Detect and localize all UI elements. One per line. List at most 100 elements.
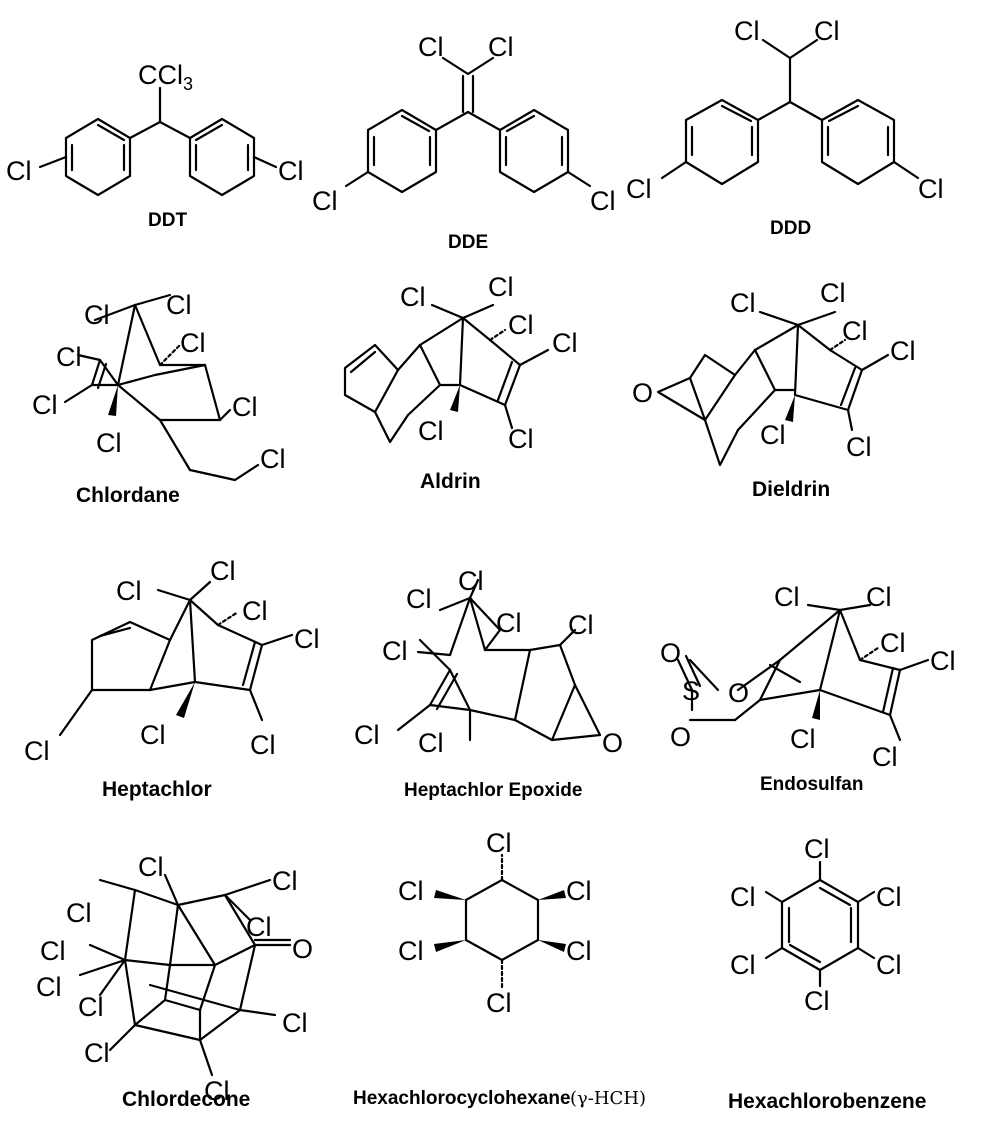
aldrin-bonds [343, 303, 550, 444]
structure-heptachlor: Cl Cl Cl Cl Cl Cl Cl Heptachlor [24, 556, 320, 801]
hcb-name-label: Hexachlorobenzene [728, 1090, 926, 1113]
hcb-cl-lower-right-atom: Cl [876, 950, 902, 980]
structure-dieldrin: O Cl Cl Cl Cl Cl Cl Dieldrin [632, 278, 916, 501]
chlordecone-cl-3-atom: Cl [66, 898, 92, 928]
dieldrin-wedge-bond [785, 395, 795, 422]
heptachlor-cl-2-atom: Cl [210, 556, 236, 586]
endosulfan-s-atom: S [682, 676, 700, 706]
dde-name-label: DDE [448, 232, 488, 253]
chlordecone-cl-9-atom: Cl [84, 1038, 110, 1068]
structure-ddt: CCl3 Cl Cl DDT [6, 60, 304, 231]
hcb-cl-lower-left-atom: Cl [730, 950, 756, 980]
dieldrin-name-label: Dieldrin [752, 478, 830, 501]
hch-cl-lower-left-atom: Cl [398, 936, 424, 966]
aldrin-name-label: Aldrin [420, 470, 481, 493]
chlordane-cl-1-atom: Cl [84, 300, 110, 330]
heptachlor-cl-4-atom: Cl [294, 624, 320, 654]
aldrin-cl-5-atom: Cl [418, 416, 444, 446]
chlordane-cl-3-atom: Cl [180, 328, 206, 358]
chlordecone-cl-2-atom: Cl [272, 866, 298, 896]
dde-cl-right-atom: Cl [590, 186, 616, 216]
aldrin-cl-1-atom: Cl [400, 282, 426, 312]
structure-aldrin: Cl Cl Cl Cl Cl Cl Aldrin [343, 272, 578, 493]
ddd-cl-left-atom: Cl [626, 174, 652, 204]
endosulfan-cl-6-atom: Cl [872, 742, 898, 772]
endosulfan-o-1-atom: O [660, 638, 681, 668]
chlordecone-cl-1-atom: Cl [138, 852, 164, 882]
endosulfan-cl-2-atom: Cl [866, 582, 892, 612]
hcb-bonds [764, 860, 876, 988]
chlordane-cl-6-atom: Cl [96, 428, 122, 458]
chlordecone-name-label: Chlordecone [122, 1088, 250, 1111]
hch-wedge-2 [538, 890, 566, 900]
chlordane-cl-7-atom: Cl [232, 392, 258, 422]
ddd-cl-top-right-atom: Cl [814, 16, 840, 46]
structure-chlordane: Cl Cl Cl Cl Cl Cl Cl Cl Chlordane [32, 290, 286, 507]
ddd-cl-right-atom: Cl [918, 174, 944, 204]
hch-wedge-3 [434, 940, 466, 952]
structure-heptachlor-epoxide: Cl Cl Cl Cl Cl Cl Cl O Heptachlor Epoxid… [354, 566, 623, 801]
dieldrin-cl-4-atom: Cl [890, 336, 916, 366]
chlordane-wedge-bond [108, 385, 118, 416]
structure-dde: Cl Cl Cl Cl DDE [312, 32, 616, 253]
hcb-cl-upper-left-atom: Cl [730, 882, 756, 912]
endosulfan-wedge-bond [812, 690, 820, 720]
ddt-bonds [38, 86, 278, 197]
dieldrin-bonds [656, 310, 890, 467]
heptachlor-epoxide-cl-5-atom: Cl [568, 610, 594, 640]
heptachlor-epoxide-name-label: Heptachlor Epoxide [404, 780, 582, 801]
heptachlor-cl-7-atom: Cl [250, 730, 276, 760]
dieldrin-cl-3-atom: Cl [842, 316, 868, 346]
heptachlor-epoxide-bonds [396, 578, 602, 742]
endosulfan-cl-5-atom: Cl [790, 724, 816, 754]
chlordecone-cl-4-atom: Cl [246, 912, 272, 942]
hch-wedge-4 [538, 940, 566, 952]
hch-suffix-label: (γ-HCH) [570, 1088, 646, 1109]
hch-wedge-1 [434, 890, 466, 900]
chlordecone-cl-5-atom: Cl [40, 936, 66, 966]
chlordane-cl-4-atom: Cl [56, 342, 82, 372]
chlordecone-cl-8-atom: Cl [282, 1008, 308, 1038]
dde-cl-top-left-atom: Cl [418, 32, 444, 62]
endosulfan-cl-1-atom: Cl [774, 582, 800, 612]
ddt-cl-left-atom: Cl [6, 156, 32, 186]
ddt-name-label: DDT [148, 210, 187, 231]
chlordane-name-label: Chlordane [76, 484, 180, 507]
structure-ddd: Cl Cl Cl Cl DDD [626, 16, 944, 239]
chlordecone-cl-10-atom: Cl [204, 1076, 230, 1106]
ddt-ccl3-atom: CCl3 [138, 60, 193, 94]
dde-bonds [344, 56, 592, 194]
endosulfan-name-label: Endosulfan [760, 774, 863, 795]
hch-bonds [464, 853, 540, 990]
heptachlor-epoxide-cl-6-atom: Cl [354, 720, 380, 750]
hch-cl-top-atom: Cl [486, 828, 512, 858]
hch-cl-bottom-atom: Cl [486, 988, 512, 1018]
structure-hexachlorobenzene: Cl Cl Cl Cl Cl Cl Hexachlorobenzene [728, 834, 926, 1113]
dieldrin-cl-5-atom: Cl [760, 420, 786, 450]
heptachlor-cl-3-atom: Cl [242, 596, 268, 626]
chlordane-cl-8-atom: Cl [260, 444, 286, 474]
chlordane-bonds [63, 293, 260, 482]
chlordecone-cl-7-atom: Cl [78, 992, 104, 1022]
aldrin-cl-2-atom: Cl [488, 272, 514, 302]
dieldrin-cl-6-atom: Cl [846, 432, 872, 462]
chlordecone-bonds [78, 873, 292, 1077]
ddt-cl-right-atom: Cl [278, 156, 304, 186]
hcb-cl-top-atom: Cl [804, 834, 830, 864]
heptachlor-epoxide-cl-7-atom: Cl [418, 728, 444, 758]
aldrin-cl-4-atom: Cl [552, 328, 578, 358]
hcb-cl-bottom-atom: Cl [804, 986, 830, 1016]
endosulfan-cl-3-atom: Cl [880, 628, 906, 658]
chlordecone-cl-6-atom: Cl [36, 972, 62, 1002]
heptachlor-wedge-bond [176, 682, 195, 718]
dde-cl-left-atom: Cl [312, 186, 338, 216]
aldrin-wedge-bond [450, 385, 460, 412]
heptachlor-epoxide-cl-4-atom: Cl [382, 636, 408, 666]
endosulfan-o-3-atom: O [670, 722, 691, 752]
ddd-cl-top-left-atom: Cl [734, 16, 760, 46]
dde-cl-top-right-atom: Cl [488, 32, 514, 62]
dieldrin-cl-1-atom: Cl [730, 288, 756, 318]
hch-cl-upper-left-atom: Cl [398, 876, 424, 906]
chlordane-cl-5-atom: Cl [32, 390, 58, 420]
heptachlor-epoxide-cl-2-atom: Cl [458, 566, 484, 596]
